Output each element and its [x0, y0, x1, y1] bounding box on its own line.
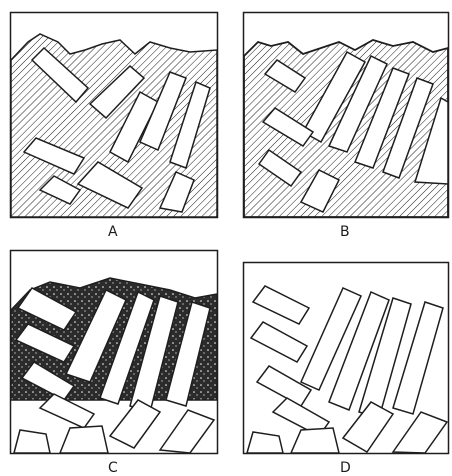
- crystal: [160, 410, 214, 453]
- panel-c: [10, 250, 218, 454]
- panel-d-crystals: [247, 286, 447, 453]
- crystal: [343, 402, 393, 452]
- crystal: [60, 426, 108, 453]
- panel-b: [243, 12, 449, 218]
- panel-c-drawing: [10, 250, 218, 454]
- panel-a-label: A: [108, 224, 118, 240]
- panel-a-drawing: [10, 12, 218, 218]
- crystal: [253, 286, 309, 324]
- panel-d-label: D: [340, 460, 351, 476]
- panel-b-label: B: [340, 224, 350, 240]
- crystal: [393, 412, 447, 453]
- panel-c-label: C: [108, 460, 118, 476]
- crystal: [251, 322, 307, 362]
- panel-d: [243, 262, 449, 454]
- crystal: [247, 432, 283, 453]
- crystal: [291, 428, 339, 453]
- panel-a: [10, 12, 218, 218]
- panel-b-drawing: [243, 12, 449, 218]
- panel-d-drawing: [243, 262, 449, 454]
- crystal: [110, 400, 160, 448]
- crystal: [14, 430, 50, 453]
